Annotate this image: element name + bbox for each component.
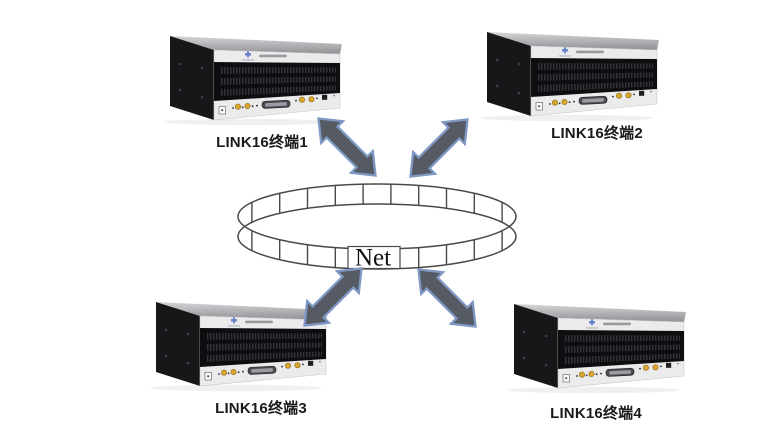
ring-network: Net (237, 183, 517, 272)
terminal-label-2: LINK16终端2 (551, 125, 643, 142)
net-label: Net (355, 245, 391, 272)
arrow-terminal4-net (417, 268, 477, 328)
device-image-terminal-2 (463, 30, 663, 122)
terminal-label-3: LINK16终端3 (215, 400, 307, 417)
terminal-label-1: LINK16终端1 (216, 134, 308, 151)
net-segment-box (347, 245, 401, 270)
arrow-terminal2-net (409, 118, 469, 178)
device-image-terminal-4 (490, 302, 690, 394)
terminal-label-4: LINK16终端4 (550, 405, 642, 422)
arrow-terminal3-net (303, 267, 363, 327)
arrow-terminal1-net (317, 117, 377, 177)
